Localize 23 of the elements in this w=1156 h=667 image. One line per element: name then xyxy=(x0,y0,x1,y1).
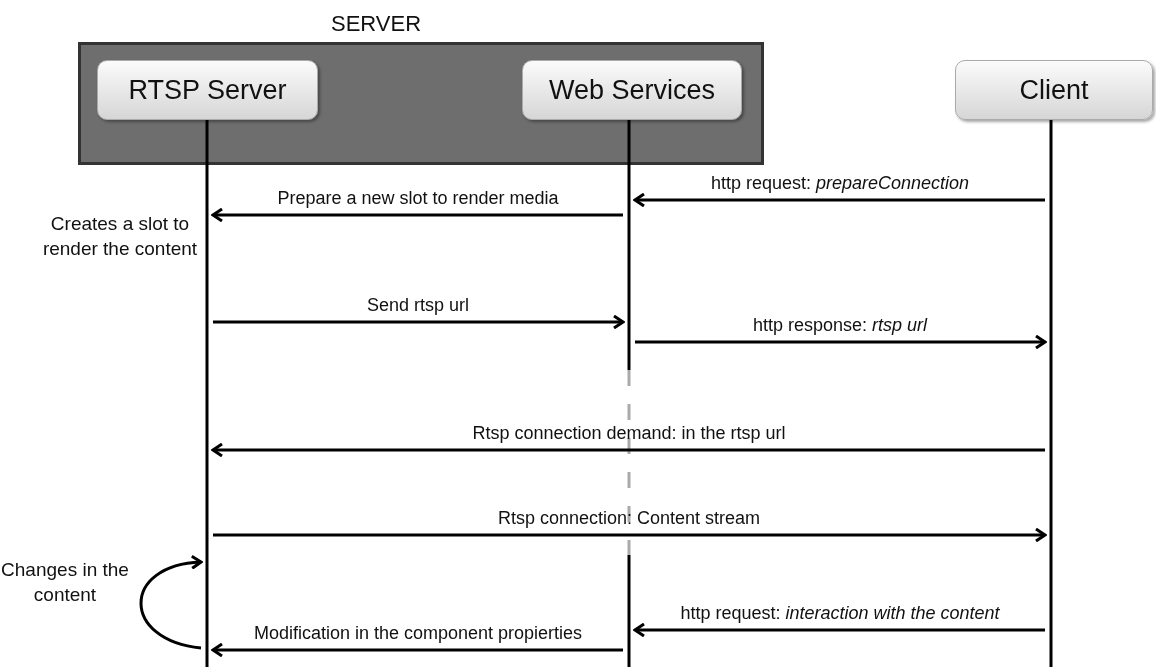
loop-arrow xyxy=(139,555,203,650)
edge-label: Changes in the content xyxy=(0,558,130,607)
group-title: SERVER xyxy=(331,11,422,37)
edge-label: http request: prepareConnection xyxy=(710,173,970,194)
edge-label: Rtsp connection: Content stream xyxy=(497,508,761,529)
message-arrow xyxy=(635,334,1047,350)
edge-label: Rtsp connection demand: in the rtsp url xyxy=(472,423,786,444)
participant-box: Web Services xyxy=(522,60,742,120)
participant-box: RTSP Server xyxy=(97,60,318,120)
edge-label: Send rtsp url xyxy=(366,295,470,316)
message-arrow xyxy=(213,527,1047,543)
edge-label: http request: interaction with the content xyxy=(680,603,1000,624)
edge-label: http response: rtsp url xyxy=(752,315,928,336)
edge-label: Prepare a new slot to render media xyxy=(277,188,559,209)
message-arrow xyxy=(633,192,1045,208)
note-text: Creates a slot to render the content xyxy=(41,212,199,261)
message-arrow xyxy=(211,642,623,658)
participant-box: Client xyxy=(955,60,1153,120)
message-arrow xyxy=(213,314,625,330)
message-arrow xyxy=(211,207,623,223)
message-arrow xyxy=(633,622,1045,638)
edge-label: Modification in the component propierties xyxy=(253,623,583,644)
message-arrow xyxy=(211,442,1045,458)
